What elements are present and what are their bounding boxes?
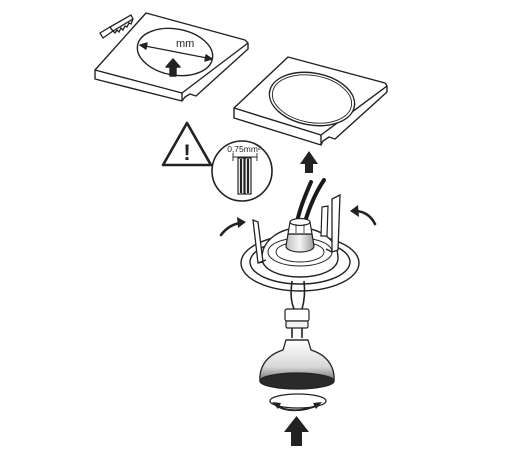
arrow-icon — [237, 217, 246, 228]
warning-triangle-icon — [161, 121, 213, 167]
arrow-icon — [313, 402, 322, 409]
arrow-icon — [300, 151, 318, 173]
arrow-icon — [355, 209, 377, 226]
lamp-bulb — [259, 339, 335, 390]
terminal-block — [285, 217, 315, 253]
lamp-connector — [284, 308, 310, 338]
supply-wires — [295, 178, 326, 224]
lamp-lead — [290, 280, 306, 310]
cable-spec-callout — [211, 140, 273, 202]
cable-spec-label: 0,75mm² — [227, 144, 261, 154]
lamp-bezel — [269, 393, 327, 409]
arrow-icon — [350, 205, 359, 217]
spring-clip-left — [252, 218, 267, 264]
arrow-icon — [284, 416, 309, 446]
cutout-size-label: mm — [176, 38, 194, 50]
ceiling-panel-cutout — [94, 12, 249, 102]
warning-symbol: ! — [183, 140, 190, 165]
arrow-icon — [219, 221, 242, 237]
arrow-icon — [272, 402, 281, 409]
spring-clip-back — [320, 205, 329, 237]
saw-icon — [99, 14, 134, 39]
spring-clip-right — [325, 193, 341, 253]
ceiling-panel-finished — [233, 56, 388, 146]
